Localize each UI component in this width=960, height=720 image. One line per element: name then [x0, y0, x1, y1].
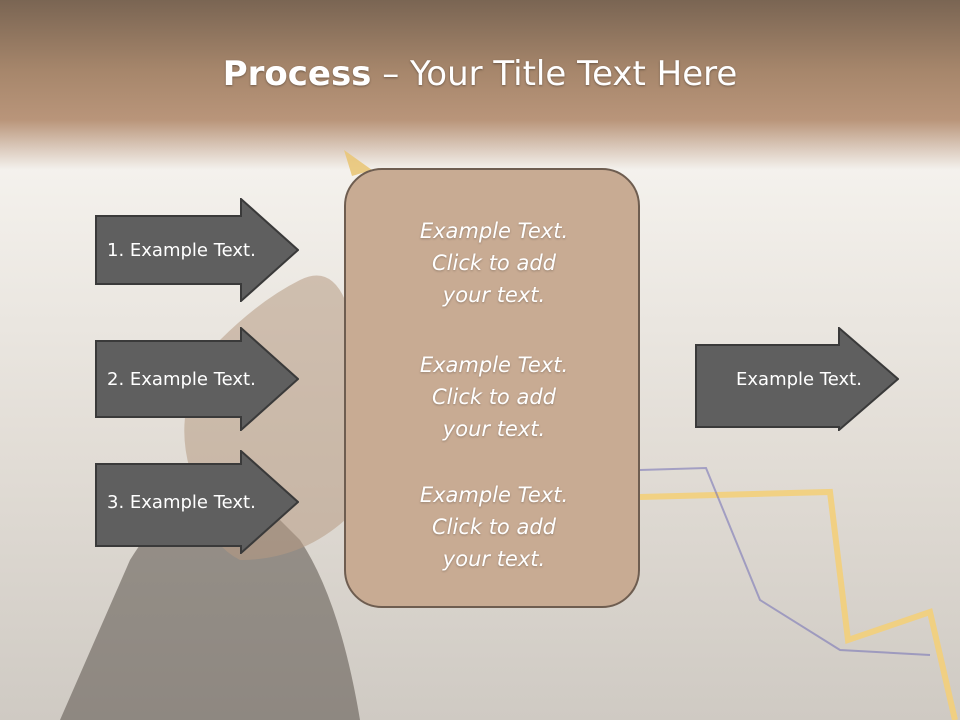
step-arrow-3[interactable]: 3. Example Text. [95, 450, 299, 554]
step-label-2: 2. Example Text. [107, 368, 256, 390]
output-arrow[interactable]: Example Text. [695, 327, 899, 431]
center-paragraph-3: Example Text. Click to add your text. [346, 479, 642, 575]
paragraph-line: Example Text. [419, 353, 569, 377]
title-rest: – Your Title Text Here [371, 54, 738, 94]
slide-title: Process – Your Title Text Here [0, 52, 960, 96]
chart-line-gold [639, 488, 958, 720]
center-paragraph-2: Example Text. Click to add your text. [346, 349, 642, 445]
center-text-box[interactable]: Example Text. Click to add your text. Ex… [344, 168, 640, 608]
paragraph-line: Example Text. [419, 219, 569, 243]
title-bold: Process [222, 54, 372, 94]
header-band [0, 0, 960, 170]
paragraph-line: your text. [442, 547, 546, 571]
step-label-3: 3. Example Text. [107, 491, 256, 513]
arrow-right-shape [95, 327, 299, 431]
output-label: Example Text. [736, 368, 862, 390]
step-arrow-2[interactable]: 2. Example Text. [95, 327, 299, 431]
paragraph-line: your text. [442, 283, 546, 307]
chart-line-purple [639, 466, 931, 656]
paragraph-line: Click to add [431, 251, 556, 275]
arrow-right-shape [95, 198, 299, 302]
pen-tip-shape [344, 150, 372, 176]
arrow-right-shape [695, 327, 899, 431]
arrow-right-shape [95, 450, 299, 554]
step-label-1: 1. Example Text. [107, 239, 256, 261]
paragraph-line: Example Text. [419, 483, 569, 507]
center-paragraph-1: Example Text. Click to add your text. [346, 215, 642, 311]
paragraph-line: Click to add [431, 385, 556, 409]
step-arrow-1[interactable]: 1. Example Text. [95, 198, 299, 302]
paragraph-line: Click to add [431, 515, 556, 539]
paragraph-line: your text. [442, 417, 546, 441]
